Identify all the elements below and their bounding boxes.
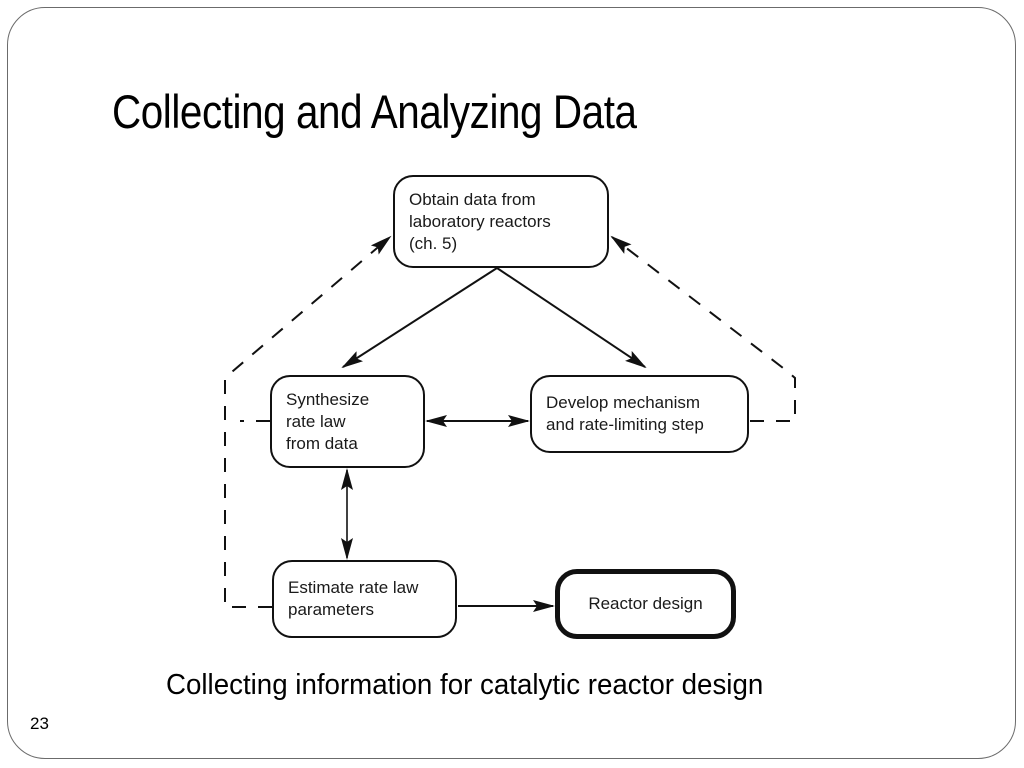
node-develop-mechanism: Develop mechanism and rate-limiting step [530, 375, 749, 453]
arrow-obtain-to-develop [496, 267, 647, 369]
node-develop-mechanism-label: Develop mechanism and rate-limiting step [546, 393, 704, 434]
node-estimate-parameters-label: Estimate rate law parameters [288, 578, 419, 619]
arrow-obtain-to-synthesize [341, 267, 498, 369]
node-reactor-design-label: Reactor design [588, 594, 703, 613]
slide-frame [7, 7, 1016, 759]
node-obtain-data: Obtain data from laboratory reactors (ch… [393, 175, 609, 268]
dashed-feedback-right [610, 235, 796, 422]
node-synthesize-rate-law: Synthesize rate law from data [270, 375, 425, 468]
node-estimate-parameters: Estimate rate law parameters [272, 560, 457, 638]
node-synthesize-rate-law-label: Synthesize rate law from data [286, 389, 370, 453]
slide-title: Collecting and Analyzing Data [112, 85, 637, 138]
node-reactor-design: Reactor design [555, 569, 736, 639]
figure-caption: Collecting information for catalytic rea… [166, 669, 764, 701]
node-obtain-data-label: Obtain data from laboratory reactors (ch… [409, 189, 551, 253]
dashed-feedback-left [224, 237, 390, 608]
page-number: 23 [30, 714, 49, 733]
